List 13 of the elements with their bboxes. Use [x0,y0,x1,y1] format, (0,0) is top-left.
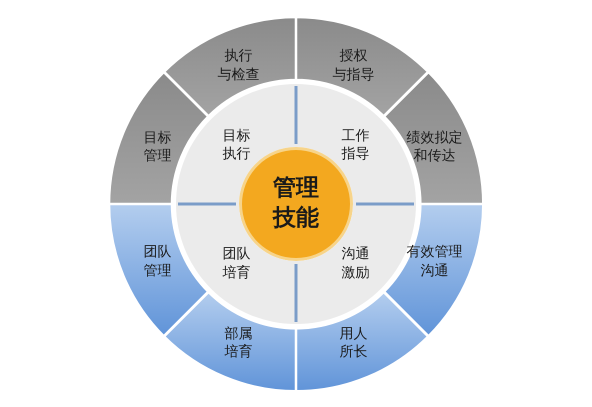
segment-label: 绩效拟定和传达 [406,128,463,165]
segment-label: 工作指导 [341,126,370,163]
segment-label: 用人所长 [339,324,368,361]
segment-label: 团队管理 [143,243,172,280]
segment-label: 执行与检查 [218,47,260,84]
segment-label: 有效管理沟通 [406,243,463,280]
segment-label: 团队培育 [222,245,251,282]
segment-label: 管理技能 [273,174,319,233]
segment-label: 沟通激励 [341,245,370,282]
segment-label: 目标管理 [143,128,172,165]
segment-label: 部属培育 [224,324,253,361]
segment-label: 授权与指导 [332,47,374,84]
segment-label: 目标执行 [222,126,251,163]
